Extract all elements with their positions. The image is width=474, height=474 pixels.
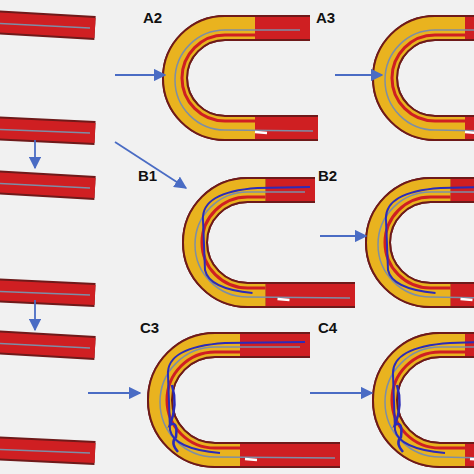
wire-tip	[465, 132, 474, 133]
vessel-outline	[195, 190, 355, 295]
wire-tip	[245, 459, 257, 460]
vessel-panel	[385, 342, 474, 460]
lumen-lining	[202, 197, 266, 288]
vessel-panel	[378, 187, 474, 300]
lumen-lining	[392, 35, 465, 121]
vessel-panel-cropped	[0, 22, 95, 133]
vessel-wall	[160, 345, 340, 455]
vessel-wall	[0, 342, 95, 348]
guidewire	[0, 129, 90, 133]
vessel-outline	[160, 345, 340, 455]
sequence-arrow	[34, 300, 36, 330]
lumen-lining	[392, 352, 465, 448]
sequence-arrow	[320, 235, 366, 237]
sequence-arrow	[115, 74, 165, 76]
vessel-outline	[0, 22, 95, 28]
panel-label: B1	[138, 168, 157, 183]
sequence-arrow	[88, 392, 140, 394]
wire-tip	[278, 299, 290, 300]
guidewire	[378, 192, 474, 298]
vessel-wall	[385, 345, 474, 455]
panel-label: A3	[316, 10, 335, 25]
panel-label: C3	[140, 320, 159, 335]
vessel-wall	[0, 22, 95, 28]
vessel-outline	[0, 128, 95, 133]
vessel-panel	[195, 187, 355, 300]
guidewire	[0, 183, 90, 188]
panel-label: B2	[318, 168, 337, 183]
guidewire	[385, 347, 474, 458]
guidewire	[160, 347, 335, 458]
guidewire	[195, 192, 350, 298]
wire-knuckle	[170, 385, 178, 452]
vessel-wall	[195, 190, 355, 295]
vessel-outline	[0, 182, 95, 188]
guidewire	[175, 30, 313, 131]
wire-knuckle	[395, 385, 403, 452]
panel-label: A2	[143, 10, 162, 25]
vessel-outline	[0, 290, 95, 295]
lumen-lining	[385, 197, 451, 288]
lumen-lining	[167, 352, 240, 448]
vessel-panel	[160, 342, 340, 460]
vessel-outline	[0, 342, 95, 348]
microcatheter-wire	[203, 187, 310, 293]
vessel-outline	[0, 448, 95, 453]
guidewire	[0, 23, 90, 28]
vessel-wall	[0, 290, 95, 295]
guidewire	[0, 343, 90, 348]
guidewire	[0, 449, 90, 453]
sequence-arrow	[115, 142, 186, 188]
panel-label: C4	[318, 320, 337, 335]
vessel-wall	[0, 448, 95, 453]
sequence-arrow	[34, 140, 36, 168]
microcatheter-wire	[393, 342, 474, 453]
microcatheter-wire	[168, 342, 305, 453]
vessel-panel-cropped	[0, 342, 95, 453]
microcatheter-wire	[386, 187, 474, 293]
lumen-lining	[182, 35, 255, 121]
vessel-panel	[175, 28, 318, 133]
sequence-arrow	[310, 392, 372, 394]
wire-tip	[470, 459, 474, 460]
vessel-panel-cropped	[0, 182, 95, 295]
vessel-panel	[385, 28, 474, 133]
vessel-outline	[175, 28, 318, 128]
guidewire	[0, 291, 90, 295]
vessel-wall	[0, 182, 95, 188]
vessel-wall	[0, 128, 95, 133]
vessel-wall	[175, 28, 318, 128]
sequence-arrow	[335, 74, 382, 76]
guidewire	[385, 30, 474, 131]
vessel-outline	[385, 345, 474, 455]
wire-tip	[255, 132, 267, 133]
wire-tip	[461, 299, 473, 300]
